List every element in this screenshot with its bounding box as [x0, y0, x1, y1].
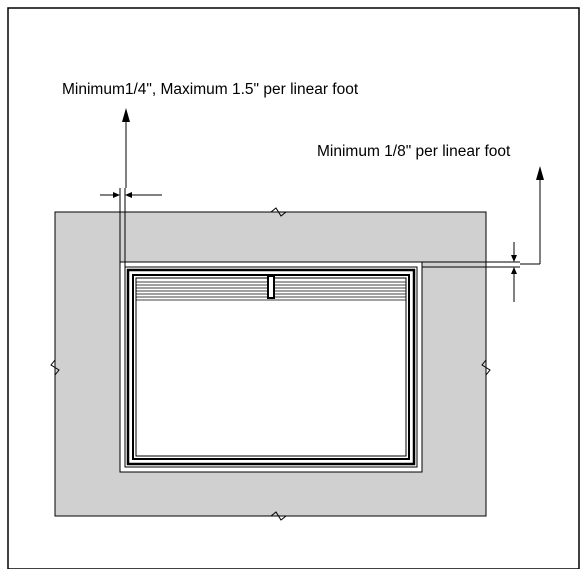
figure-border [7, 7, 580, 569]
left-gap-dimension [100, 108, 162, 268]
blind-latch [267, 275, 275, 299]
left-gap-label: Minimum1/4", Maximum 1.5" per linear foo… [62, 81, 359, 98]
right-gap-dimension [422, 166, 544, 302]
right-gap-label: Minimum 1/8" per linear foot [317, 143, 511, 160]
